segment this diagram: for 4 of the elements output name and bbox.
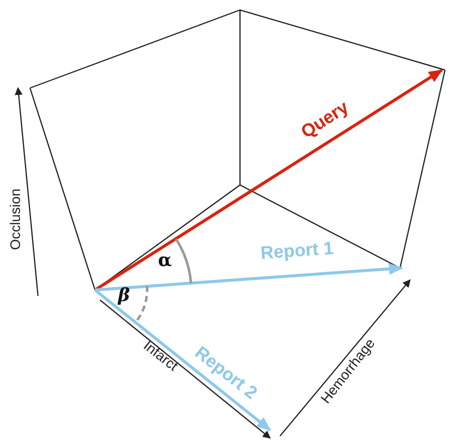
axis-label: Occlusion [8,188,22,250]
angle-label: β [118,287,130,305]
vector-label: Report 1 [260,238,334,262]
angle-label: α [158,252,172,270]
